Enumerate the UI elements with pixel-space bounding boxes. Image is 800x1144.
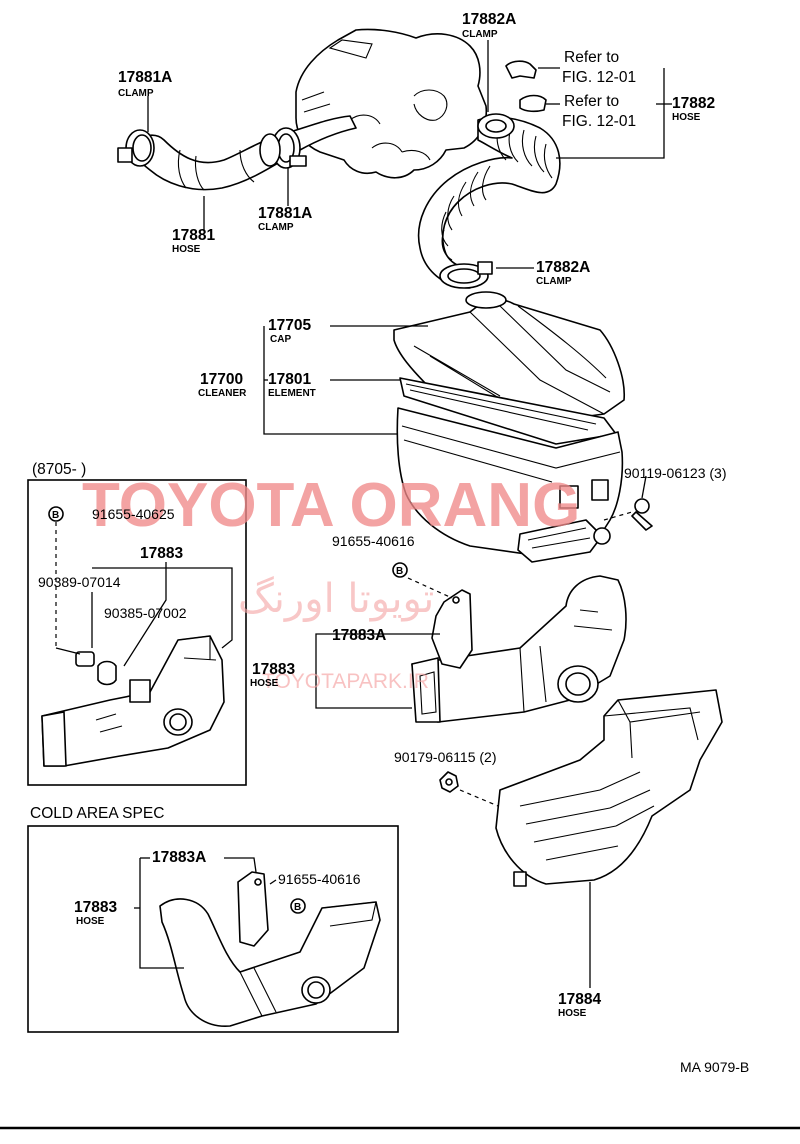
label-17882: 17882 [672, 95, 715, 112]
inset-2-b-mark-text: B [294, 902, 301, 913]
label-90119: 90119-06123 (3) [624, 465, 726, 481]
inset-2-title: COLD AREA SPEC [30, 805, 164, 822]
label-17883a-mid: 17883A [332, 627, 386, 644]
watermark-site: TOYOTAPARK.IR [262, 670, 429, 693]
label-17881a-mid: 17881A [258, 205, 312, 222]
air-cleaner-drawing [393, 291, 625, 563]
caption-17884: HOSE [558, 1008, 587, 1019]
caption-17705: CAP [270, 334, 291, 345]
caption-17801: ELEMENT [268, 388, 316, 399]
b-mark-mid [392, 562, 408, 578]
nut-90179-drawing [439, 771, 499, 807]
inset-2-17883: 17883 [74, 899, 117, 916]
refer-to-2: Refer to [564, 93, 619, 110]
label-17882a-top: 17882A [462, 11, 516, 28]
watermark-layer: TOYOTA ORANG تویوتا اورنگ TOYOTAPARK.IR [82, 471, 580, 693]
inset-box-8705 [27, 479, 247, 786]
bolt-90119-drawing [603, 498, 653, 531]
inset-1-p1: 90389-07014 [38, 574, 121, 590]
caption-17882: HOSE [672, 112, 701, 123]
main-leader-lines [147, 40, 672, 988]
refer-fig-1: FIG. 12-01 [562, 69, 636, 86]
label-91655-mid: 91655-40616 [332, 533, 415, 549]
inset-2-leader-lines [134, 857, 277, 969]
hose-17883-drawing [407, 575, 627, 723]
caption-17883-mid: HOSE [250, 678, 279, 689]
inset-2-17883-caption: HOSE [76, 916, 105, 927]
label-17700: 17700 [200, 371, 243, 388]
b-mark-mid-text: B [396, 566, 403, 577]
inset-2-91655: 91655-40616 [278, 871, 361, 887]
inset-1-b-mark-text: B [52, 510, 59, 521]
inset-2-parts-drawing [159, 871, 381, 1027]
hose-17881-drawing [117, 115, 357, 191]
watermark-brand: TOYOTA ORANG [82, 471, 580, 540]
caption-17881a-top: CLAMP [118, 88, 154, 99]
caption-17700: CLEANER [198, 388, 247, 399]
label-90179: 90179-06115 (2) [394, 749, 496, 765]
label-17884: 17884 [558, 991, 601, 1008]
watermark-persian: تویوتا اورنگ [238, 576, 434, 622]
inset-box-cold-area [27, 825, 399, 1033]
inset-1-leader-lines [55, 522, 233, 667]
inset-1-bolt-label: 91655-40625 [92, 506, 175, 522]
label-17881a-top: 17881A [118, 69, 172, 86]
label-17705: 17705 [268, 317, 311, 334]
refer-to-1: Refer to [564, 49, 619, 66]
inset-2-17883a: 17883A [152, 849, 206, 866]
inset-1-parts-drawing [41, 635, 225, 767]
label-17801: 17801 [268, 371, 311, 388]
labels-layer: 17881A CLAMP 17881 HOSE 17881A CLAMP 178… [30, 11, 749, 1075]
caption-17882a-top: CLAMP [462, 29, 498, 40]
inset-1-p2: 90385-07002 [104, 605, 187, 621]
inset-1-b-mark [48, 506, 64, 522]
caption-17881a-mid: CLAMP [258, 222, 294, 233]
diagram-code: MA 9079-B [680, 1059, 749, 1075]
hose-17884-drawing [495, 689, 723, 887]
inset-1-title: (8705- ) [32, 461, 86, 478]
refer-fig-2: FIG. 12-01 [562, 113, 636, 130]
caption-17882a-mid: CLAMP [536, 276, 572, 287]
inset-2-b-mark [290, 898, 306, 914]
small-hose-parts-drawing [505, 60, 547, 113]
caption-17881: HOSE [172, 244, 201, 255]
label-17881: 17881 [172, 227, 215, 244]
inset-1-assy-label: 17883 [140, 545, 183, 562]
throttle-body-drawing [295, 28, 488, 179]
hose-17882-drawing [417, 113, 561, 289]
label-17882a-mid: 17882A [536, 259, 590, 276]
label-17883-mid: 17883 [252, 661, 295, 678]
